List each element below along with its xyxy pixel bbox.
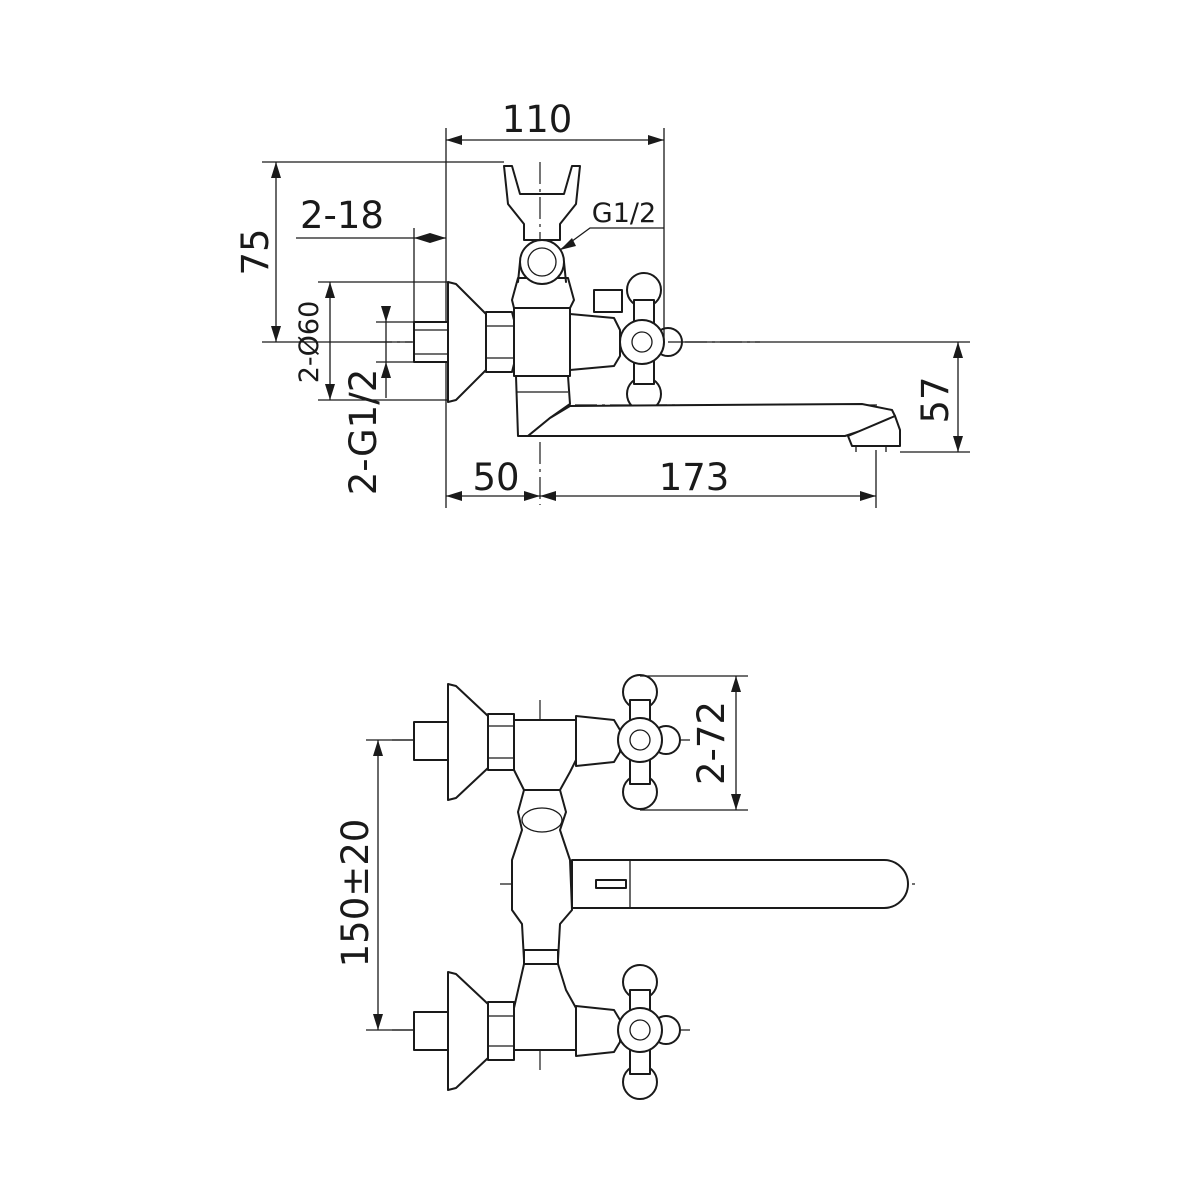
- spout-top-view: [571, 859, 909, 909]
- side-view: 110 75 2-18 G1/2 2-Ø60 2-G1/2: [234, 98, 970, 508]
- cross-handle-side: [619, 272, 683, 412]
- hex-nut: [485, 311, 515, 373]
- dim-wall-offset: 50: [472, 456, 519, 499]
- spout: [527, 403, 896, 437]
- dim-spout-length: 173: [659, 456, 730, 499]
- aerator: [847, 415, 901, 447]
- diverter-column: [511, 789, 573, 965]
- dim-flange-diameter: 2-Ø60: [294, 301, 325, 384]
- g12-outlet: [519, 239, 565, 285]
- dim-inlet-thread: 2-G1/2: [342, 369, 385, 495]
- top-view: 2-72 150±20: [334, 674, 920, 1100]
- cross-handle-top-lower: [617, 964, 681, 1100]
- dim-thread-label: G1/2: [592, 198, 656, 229]
- valve-body: [513, 307, 571, 377]
- upper-inlet: [413, 683, 621, 801]
- shower-holder: [503, 165, 581, 241]
- dim-center-distance: 150±20: [334, 819, 377, 968]
- dim-handle-size: 2-72: [690, 701, 733, 785]
- valve-bonnet: [569, 313, 621, 371]
- dim-eccentric-width: 2-18: [300, 194, 384, 237]
- lower-inlet: [413, 963, 621, 1091]
- dim-height: 75: [234, 228, 277, 275]
- dim-top-width: 110: [502, 98, 573, 141]
- diverter-body: [511, 277, 575, 309]
- dim-spout-height: 57: [914, 376, 957, 423]
- wall-flange: [447, 281, 487, 403]
- eccentric-inlet: [413, 321, 449, 363]
- cross-handle-top-upper: [617, 674, 681, 810]
